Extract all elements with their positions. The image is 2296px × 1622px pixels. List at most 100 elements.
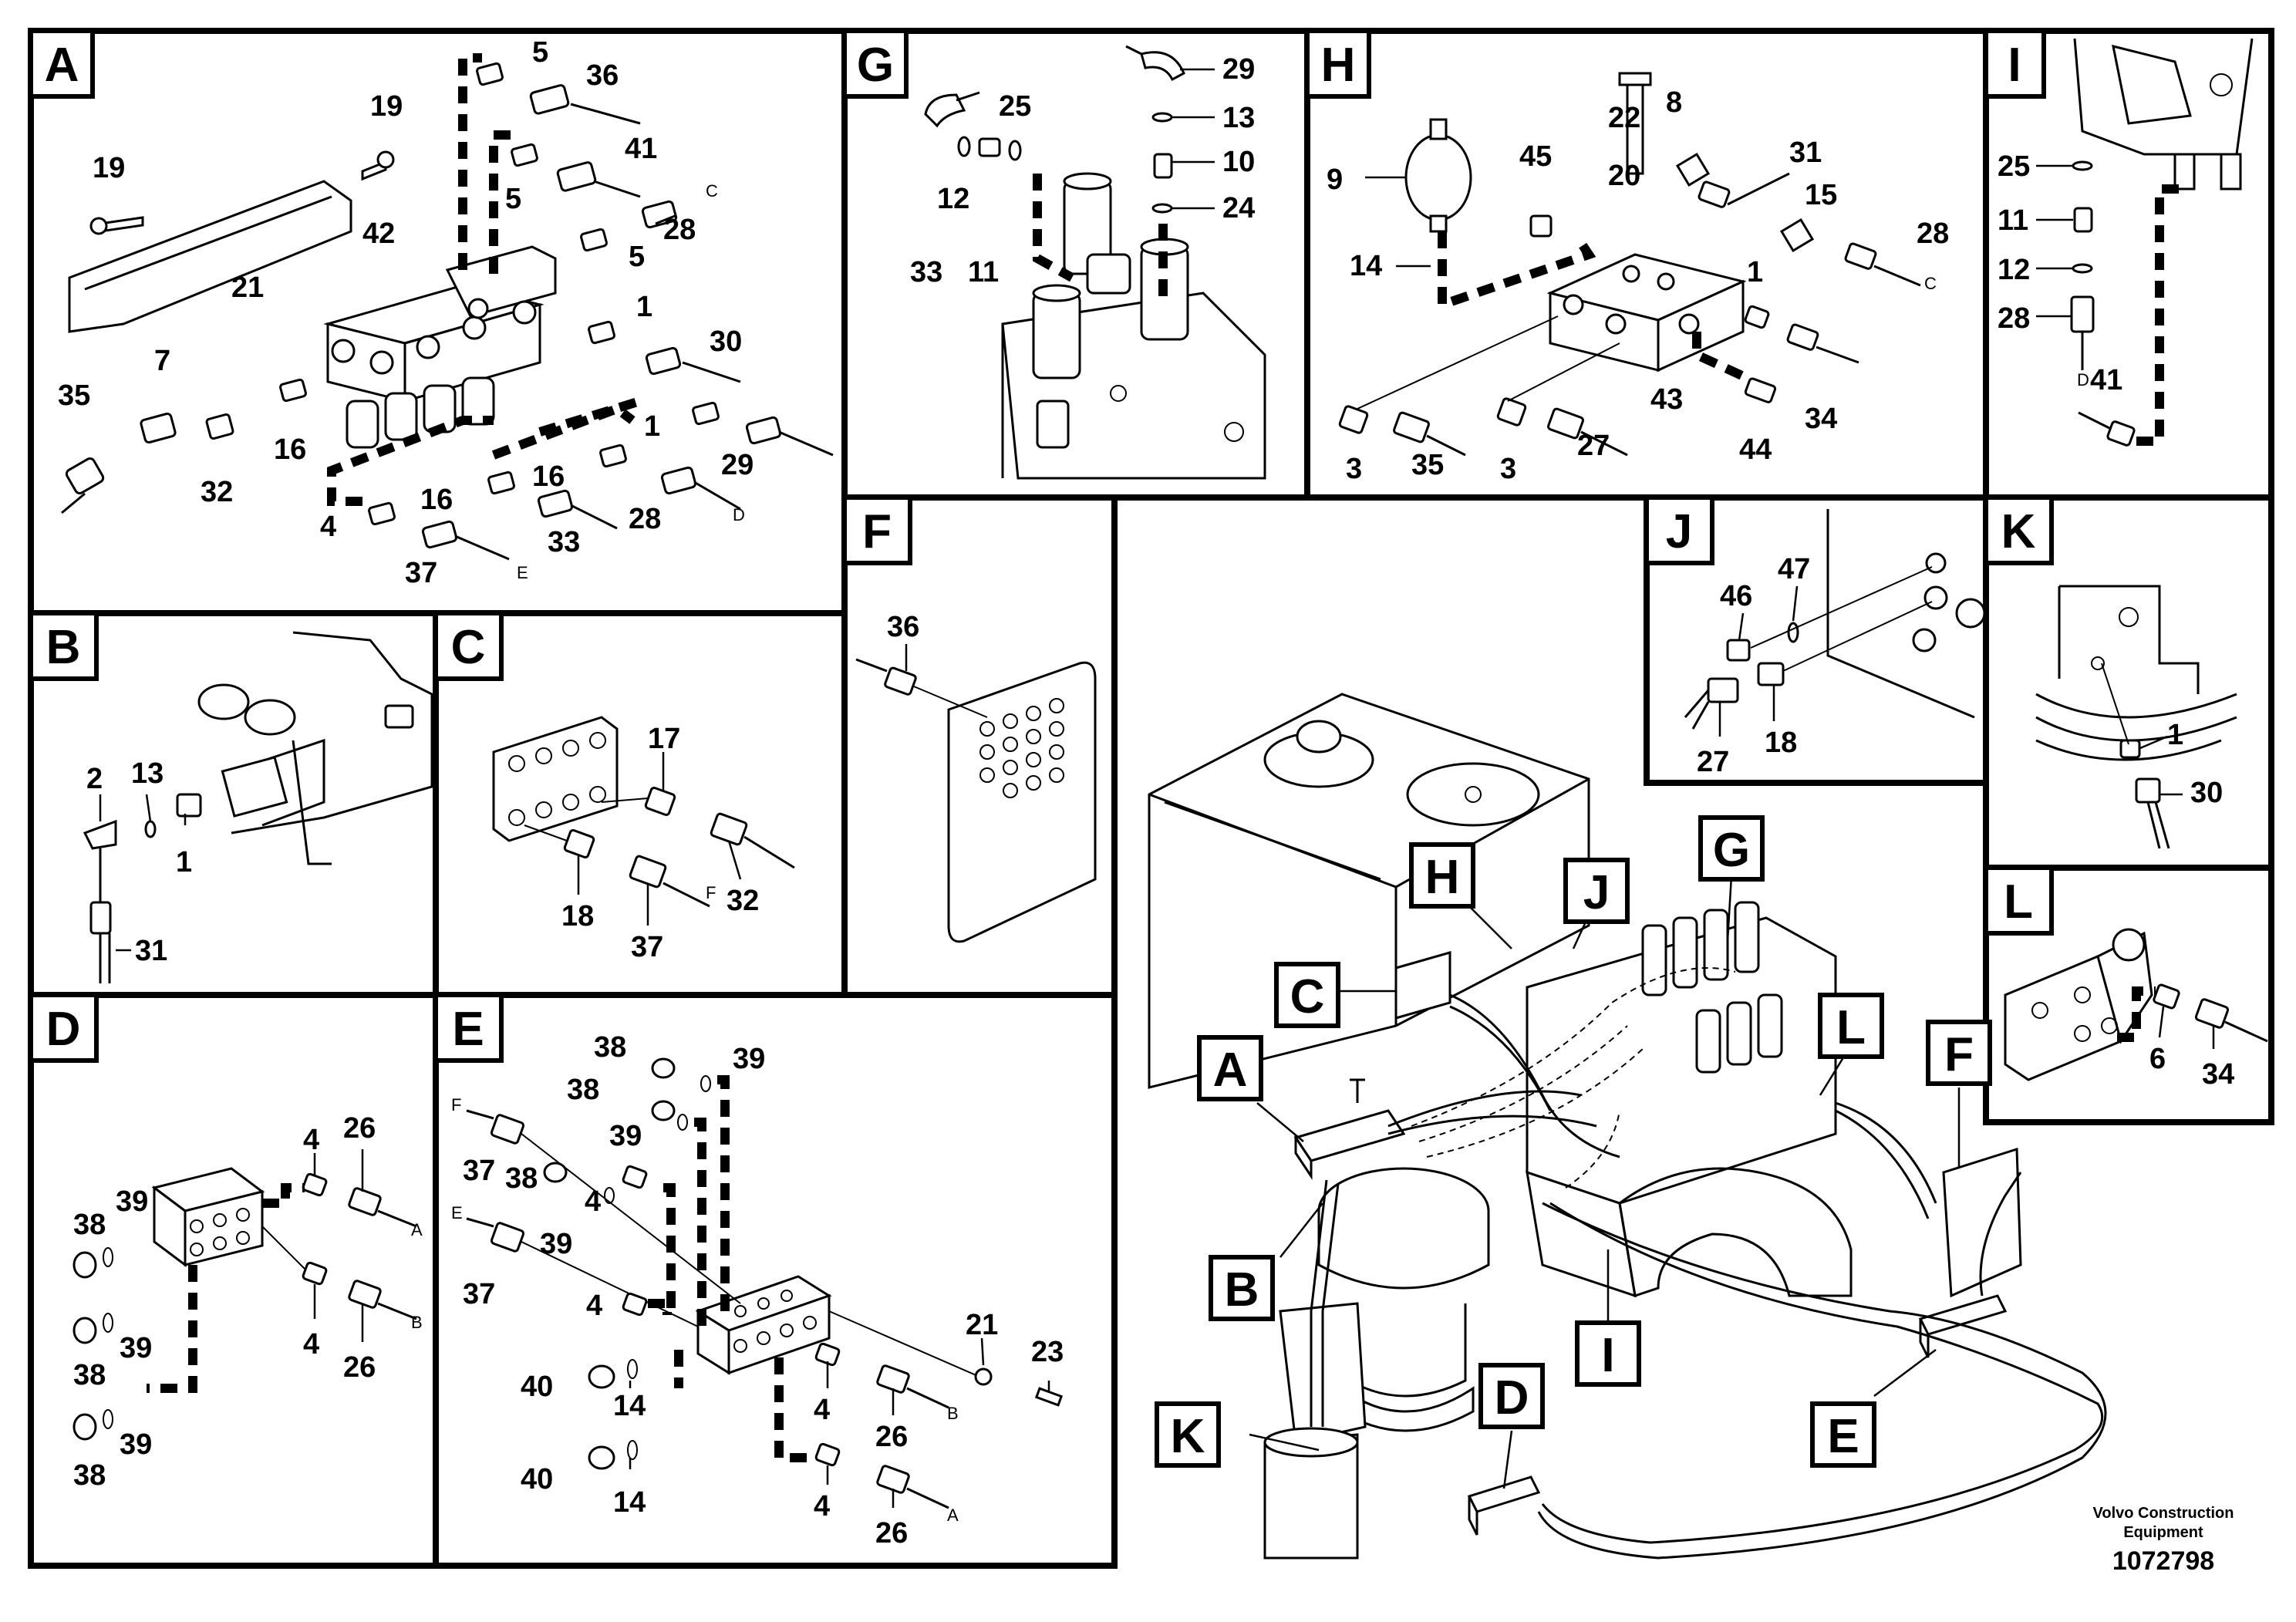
label: 14	[613, 1486, 646, 1519]
label: 19	[370, 90, 403, 123]
label: 35	[1411, 449, 1444, 481]
panel-l: L 6 34	[1984, 865, 2268, 1091]
label: 16	[274, 433, 306, 466]
label: 37	[463, 1155, 495, 1187]
label: 11	[1998, 204, 2028, 237]
footer: Volvo Construction Equipment 1072798	[2093, 1505, 2234, 1576]
label: 21	[231, 271, 264, 304]
label: 44	[1739, 433, 1772, 466]
label: 40	[521, 1463, 553, 1496]
label: 38	[73, 1209, 106, 1241]
panel-h: H	[1305, 29, 1949, 485]
letter: E	[451, 1203, 463, 1222]
panel-f-badge	[842, 495, 912, 565]
label: 8	[1666, 86, 1682, 119]
label: 5	[505, 183, 521, 215]
panel-l-badge	[1984, 865, 2054, 936]
panel-j: J 46 47 27 18	[1644, 495, 1986, 778]
letter: A	[411, 1220, 423, 1239]
label: 39	[116, 1185, 148, 1218]
panel-e-letter: E	[452, 1003, 484, 1056]
panel-d-badge	[29, 993, 99, 1063]
label: 12	[1998, 254, 2030, 286]
panel-a-labels: 5 36 41 19 19 5 28 5 42 21 1 30 7 35 32 …	[58, 36, 754, 589]
label: 39	[120, 1332, 152, 1364]
label: 28	[663, 214, 696, 246]
label: 10	[1222, 146, 1255, 178]
panel-a-letter: A	[45, 39, 79, 92]
label: 16	[420, 484, 453, 516]
letter: D	[733, 505, 745, 524]
overview-callouts: H J G C A L F B I K D E	[1155, 815, 1992, 1489]
letter: C	[1924, 274, 1937, 293]
bulkhead-plate	[947, 661, 1097, 943]
callout-d: D	[1495, 1371, 1529, 1425]
label: 3	[1346, 453, 1362, 485]
label: 46	[1720, 580, 1752, 612]
label: 29	[721, 449, 754, 481]
label: 34	[1805, 403, 1837, 435]
label: 27	[1697, 746, 1729, 778]
label: 4	[814, 1394, 830, 1426]
label: 6	[2149, 1043, 2166, 1075]
label: 45	[1519, 140, 1552, 173]
panel-i: I 25 11 12 28 41 D	[1984, 29, 2254, 447]
label: 39	[540, 1228, 572, 1260]
label: 2	[86, 763, 103, 795]
callout-a: A	[1213, 1044, 1248, 1097]
callout-i: I	[1601, 1329, 1614, 1382]
valve-spools	[1641, 901, 1783, 1074]
label: 13	[1222, 102, 1255, 134]
letter: B	[411, 1313, 423, 1332]
panel-j-badge	[1644, 495, 1714, 565]
label: 25	[999, 90, 1031, 123]
overview-machine	[1148, 693, 2107, 1560]
panel-f: F 36	[842, 495, 1097, 943]
label: 5	[532, 36, 548, 69]
callout-j: J	[1583, 866, 1610, 919]
label: 18	[561, 900, 594, 932]
panel-d-letter: D	[46, 1003, 81, 1056]
callout-b: B	[1225, 1263, 1259, 1317]
label: 33	[548, 526, 580, 558]
panel-k-letter: K	[2001, 505, 2036, 558]
label: 39	[609, 1120, 642, 1152]
label: 42	[362, 218, 395, 250]
label: 28	[1998, 302, 2030, 335]
callout-l: L	[1836, 1001, 1866, 1054]
callout-g: G	[1713, 824, 1750, 877]
accumulator-9	[1404, 133, 1472, 221]
company-name: Volvo Construction	[2093, 1505, 2234, 1522]
label: 29	[1222, 53, 1255, 86]
letter: D	[2077, 370, 2089, 389]
bracket-plate	[68, 180, 352, 333]
label: 41	[2090, 364, 2122, 396]
label: 26	[875, 1421, 908, 1453]
label: 5	[629, 241, 645, 273]
label: 39	[120, 1428, 152, 1461]
label: 26	[343, 1351, 376, 1384]
panel-k: K 1 30	[1984, 495, 2237, 849]
letter: A	[947, 1506, 959, 1525]
label: 23	[1031, 1336, 1064, 1368]
label: 22	[1608, 102, 1640, 134]
label: 15	[1805, 179, 1837, 211]
panel-b-letter: B	[46, 621, 81, 674]
label: 35	[58, 379, 90, 412]
panel-a: A	[29, 29, 834, 589]
label: 4	[814, 1490, 830, 1523]
callout-k: K	[1171, 1410, 1205, 1463]
label: 38	[73, 1359, 106, 1391]
label: 38	[505, 1162, 538, 1195]
label: 38	[73, 1459, 106, 1492]
label: 16	[532, 460, 565, 493]
panel-c-letter: C	[451, 621, 486, 674]
letter: F	[451, 1095, 461, 1114]
label: 26	[343, 1112, 376, 1145]
label: 4	[303, 1328, 319, 1361]
label: 25	[1998, 150, 2030, 183]
label: 24	[1222, 192, 1255, 224]
drawing-number: 1072798	[2112, 1546, 2214, 1576]
bulkhead-plate	[492, 716, 619, 842]
